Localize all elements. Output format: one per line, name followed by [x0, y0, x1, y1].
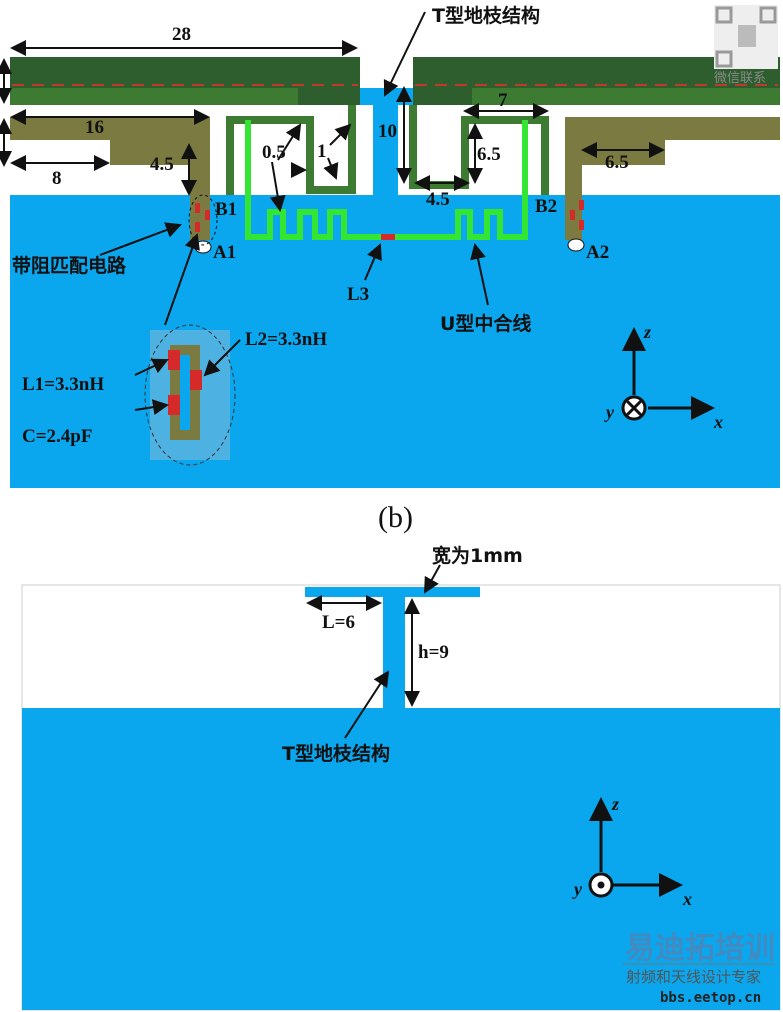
- meander-left: [226, 105, 356, 195]
- label-c: C=2.4pF: [22, 426, 92, 447]
- radiator-right-band: [472, 88, 780, 105]
- figure-a: 28 16 8 4.5 0.5 1 10 7 6.5 4.5 6.5 T型地枝结…: [0, 4, 780, 488]
- inset-c: [168, 395, 180, 415]
- brand-watermark: 易迪拓培训 射频和天线设计专家 bbs.eetop.cn: [623, 931, 775, 1006]
- brand-text: 易迪拓培训: [625, 931, 775, 966]
- figure-b: 宽为1mm L=6 h=9 T型地枝结构 z y x: [21, 544, 781, 1011]
- matching-circuit-outline: [188, 194, 218, 246]
- caption-b: (b): [378, 501, 413, 534]
- meander-right: [409, 105, 549, 195]
- component-left-2: [205, 210, 210, 220]
- axis-z-b: z: [611, 794, 619, 814]
- t-stub-slot-left: [360, 105, 373, 195]
- component-left-1: [195, 203, 200, 213]
- label-a2: A2: [586, 242, 609, 263]
- label-a1: A1: [213, 242, 236, 263]
- label-l2: L2=3.3nH: [245, 329, 327, 350]
- inset-l2: [190, 370, 202, 390]
- qr-watermark: 微信联系: [714, 5, 778, 86]
- l3-component: [381, 234, 395, 240]
- dim-8: 8: [52, 168, 62, 189]
- label-l3: L3: [347, 284, 369, 305]
- axes-a: [621, 327, 715, 421]
- dim-7: 7: [498, 90, 508, 111]
- dimension-arrows-b: [306, 564, 441, 739]
- component-left-3: [195, 222, 200, 232]
- component-right-2: [570, 210, 575, 220]
- axis-x-b: x: [682, 889, 692, 909]
- u-line-label: U型中合线: [440, 312, 531, 335]
- slogan-text: 射频和天线设计专家: [626, 968, 761, 986]
- t-stub-bar: [305, 587, 480, 597]
- inset-l1: [168, 350, 180, 370]
- label-b2: B2: [535, 196, 557, 217]
- inset-outline: [144, 324, 236, 466]
- u-coupled-line: [245, 120, 528, 240]
- dim-0-5: 0.5: [262, 142, 286, 163]
- width-label: 宽为1mm: [432, 544, 523, 567]
- feed-arm-left: [10, 117, 210, 240]
- inset-slot: [180, 355, 190, 430]
- axis-z-a: z: [643, 322, 651, 342]
- t-stub-label-b: T型地枝结构: [282, 742, 390, 765]
- dim-6-5-right: 6.5: [605, 152, 629, 173]
- axis-y-b: y: [572, 879, 583, 899]
- dim-4-5-left: 4.5: [150, 154, 174, 175]
- ground-plane-b: [22, 708, 780, 1010]
- dim-16: 16: [85, 117, 104, 138]
- axis-x-a: x: [713, 412, 723, 432]
- site-text: bbs.eetop.cn: [660, 990, 761, 1006]
- label-l6: L=6: [322, 612, 355, 633]
- axes-b: [588, 797, 683, 898]
- t-stub-stem: [383, 597, 405, 709]
- label-l1: L1=3.3nH: [22, 374, 104, 395]
- axis-y-a: y: [604, 402, 615, 422]
- dim-28: 28: [172, 24, 191, 45]
- port-a2: [567, 238, 585, 252]
- qr-text: 微信联系: [714, 71, 766, 86]
- ground-plane-a: [10, 195, 780, 488]
- band-stop-label: 带阻匹配电路: [12, 254, 127, 277]
- radiator-left-band: [10, 88, 298, 105]
- component-right-3: [579, 220, 584, 230]
- component-right-1: [579, 200, 584, 210]
- dim-10: 10: [378, 121, 397, 142]
- dim-6-5-left: 6.5: [477, 144, 501, 165]
- label-h9: h=9: [418, 642, 449, 663]
- dim-4-5-right: 4.5: [426, 189, 450, 210]
- label-b1: B1: [215, 199, 237, 220]
- dim-1: 1: [317, 141, 327, 162]
- t-stub-label: T型地枝结构: [432, 4, 540, 27]
- dimension-arrows: [0, 11, 665, 416]
